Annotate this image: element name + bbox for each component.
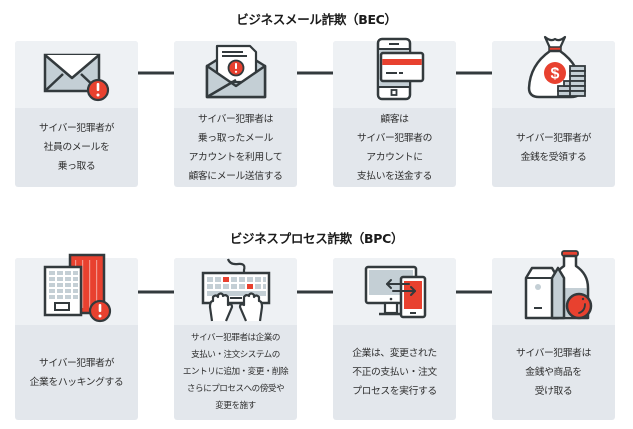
bec-section-title: ビジネスメール詐欺（BEC） — [236, 12, 397, 27]
money-bag-coins-icon: $ — [527, 35, 586, 99]
bpc-step-1-line: 企業をハッキングする — [29, 376, 124, 388]
office-building-alert-icon — [43, 253, 112, 323]
groceries-products-icon — [524, 250, 593, 320]
bpc-step-1-text: サイバー犯罪者が 企業をハッキングする — [15, 325, 138, 420]
bec-step-2-line: アカウントを利用して — [188, 151, 283, 163]
bec-step-2-text: サイバー犯罪者は 乗っ取ったメール アカウントを利用して 顧客にメール送信する — [174, 108, 297, 187]
bpc-step-3-line: プロセスを実行する — [352, 386, 437, 397]
bec-step-1-text: サイバー犯罪者が 社員のメールを 乗っ取る — [15, 108, 138, 187]
bpc-step-2-text: サイバー犯罪者は企業の 支払い・注文システムの エントリに追加・変更・削除 さら… — [174, 325, 297, 420]
bpc-step-2-line: サイバー犯罪者は企業の — [191, 333, 280, 343]
bec-step-2-line: 顧客にメール送信する — [188, 170, 283, 182]
monitor-tablet-transfer-icon — [364, 265, 427, 319]
bpc-step-4-line: 金銭や商品を — [525, 367, 582, 378]
keyboard-hands-icon — [201, 258, 271, 322]
bec-step-4-line: サイバー犯罪者が — [516, 132, 591, 144]
open-envelope-alert-icon — [205, 44, 267, 99]
bpc-step-2-line: 支払い・注文システムの — [191, 350, 280, 360]
bpc-step-2-line: 変更を施す — [215, 401, 256, 411]
bpc-step-4-line: 受け取る — [534, 386, 573, 397]
bec-step-1-line: 社員のメールを — [43, 142, 110, 153]
bpc-step-3-line: 企業は、変更された — [352, 348, 437, 359]
bpc-step-3-card: 企業は、変更された 不正の支払い・注文 プロセスを実行する — [333, 258, 456, 420]
envelope-alert-icon — [43, 53, 110, 102]
bpc-step-4-line: サイバー犯罪者は — [516, 348, 591, 359]
bpc-step-2-line: エントリに追加・変更・削除 — [182, 367, 289, 377]
bpc-step-3-text: 企業は、変更された 不正の支払い・注文 プロセスを実行する — [333, 325, 456, 420]
bpc-section-title: ビジネスプロセス詐欺（BPC） — [229, 231, 404, 246]
bec-step-3-line: アカウントに — [366, 151, 423, 163]
svg-text:$: $ — [551, 66, 560, 83]
bec-step-2-line: 乗っ取ったメール — [197, 132, 274, 144]
bec-step-2-line: サイバー犯罪者は — [198, 113, 273, 125]
bpc-step-1-line: サイバー犯罪者が — [39, 357, 114, 369]
bec-step-3-line: 支払いを送金する — [356, 170, 433, 182]
bpc-step-3-line: 不正の支払い・注文 — [352, 367, 437, 378]
bec-step-1-line: 乗っ取る — [57, 161, 96, 172]
bec-step-3-line: サイバー犯罪者の — [357, 132, 432, 144]
bec-step-4-text: サイバー犯罪者が 金銭を受領する — [492, 108, 615, 187]
bpc-step-4-text: サイバー犯罪者は 金銭や商品を 受け取る — [492, 325, 615, 420]
bec-step-3-text: 顧客は サイバー犯罪者の アカウントに 支払いを送金する — [333, 108, 456, 187]
bpc-step-4-card: サイバー犯罪者は 金銭や商品を 受け取る — [492, 258, 615, 420]
bec-step-4-line: 金銭を受領する — [520, 151, 587, 163]
bec-step-1-line: サイバー犯罪者が — [39, 123, 114, 134]
bpc-step-2-line: さらにプロセスへの傍受や — [186, 384, 285, 394]
bec-step-3-line: 顧客は — [380, 113, 409, 125]
phone-credit-card-icon — [376, 37, 425, 101]
